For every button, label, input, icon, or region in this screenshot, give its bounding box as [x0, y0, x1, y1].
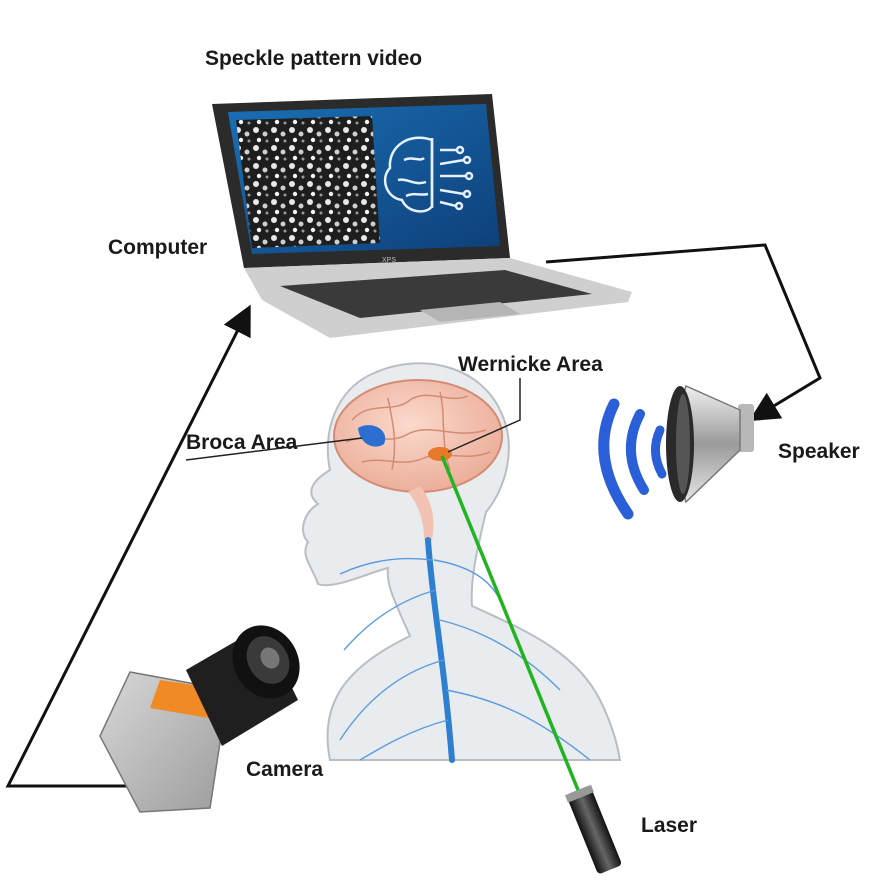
camera-label: Camera: [246, 758, 324, 781]
laptop: XPS: [212, 94, 632, 338]
computer-label: Computer: [108, 236, 208, 259]
speaker-icon: [666, 384, 754, 504]
nerves: [339, 557, 591, 761]
keyboard: [280, 270, 592, 318]
spinal-cord: [425, 537, 455, 763]
laser-beam: [440, 455, 580, 791]
diagram-title: Speckle pattern video: [205, 47, 423, 70]
wernicke-area-label: Wernicke Area: [458, 353, 603, 376]
leader-lines: [185, 378, 521, 461]
wernicke-marker: [428, 447, 452, 461]
speaker-label: Speaker: [778, 440, 860, 463]
laser-device: [565, 784, 622, 874]
brain-stem: [408, 486, 434, 540]
sound-waves-icon: [598, 398, 667, 520]
broca-area-label: Broca Area: [186, 431, 298, 454]
wernicke-leader: [447, 378, 521, 453]
human-figure: [302, 362, 622, 763]
brain-ai-icon: [383, 136, 474, 213]
broca-marker: [358, 425, 386, 447]
laser-label: Laser: [641, 814, 698, 837]
camera-to-computer-arrow: [5, 304, 251, 788]
touchpad: [420, 302, 520, 322]
signal-arrows: [5, 243, 822, 788]
laptop-brand: XPS: [382, 257, 396, 264]
computer-to-speaker-arrow: [545, 243, 822, 422]
camera-icon: [99, 625, 300, 813]
broca-leader: [185, 437, 363, 461]
speckle-pattern-image: [236, 116, 380, 248]
